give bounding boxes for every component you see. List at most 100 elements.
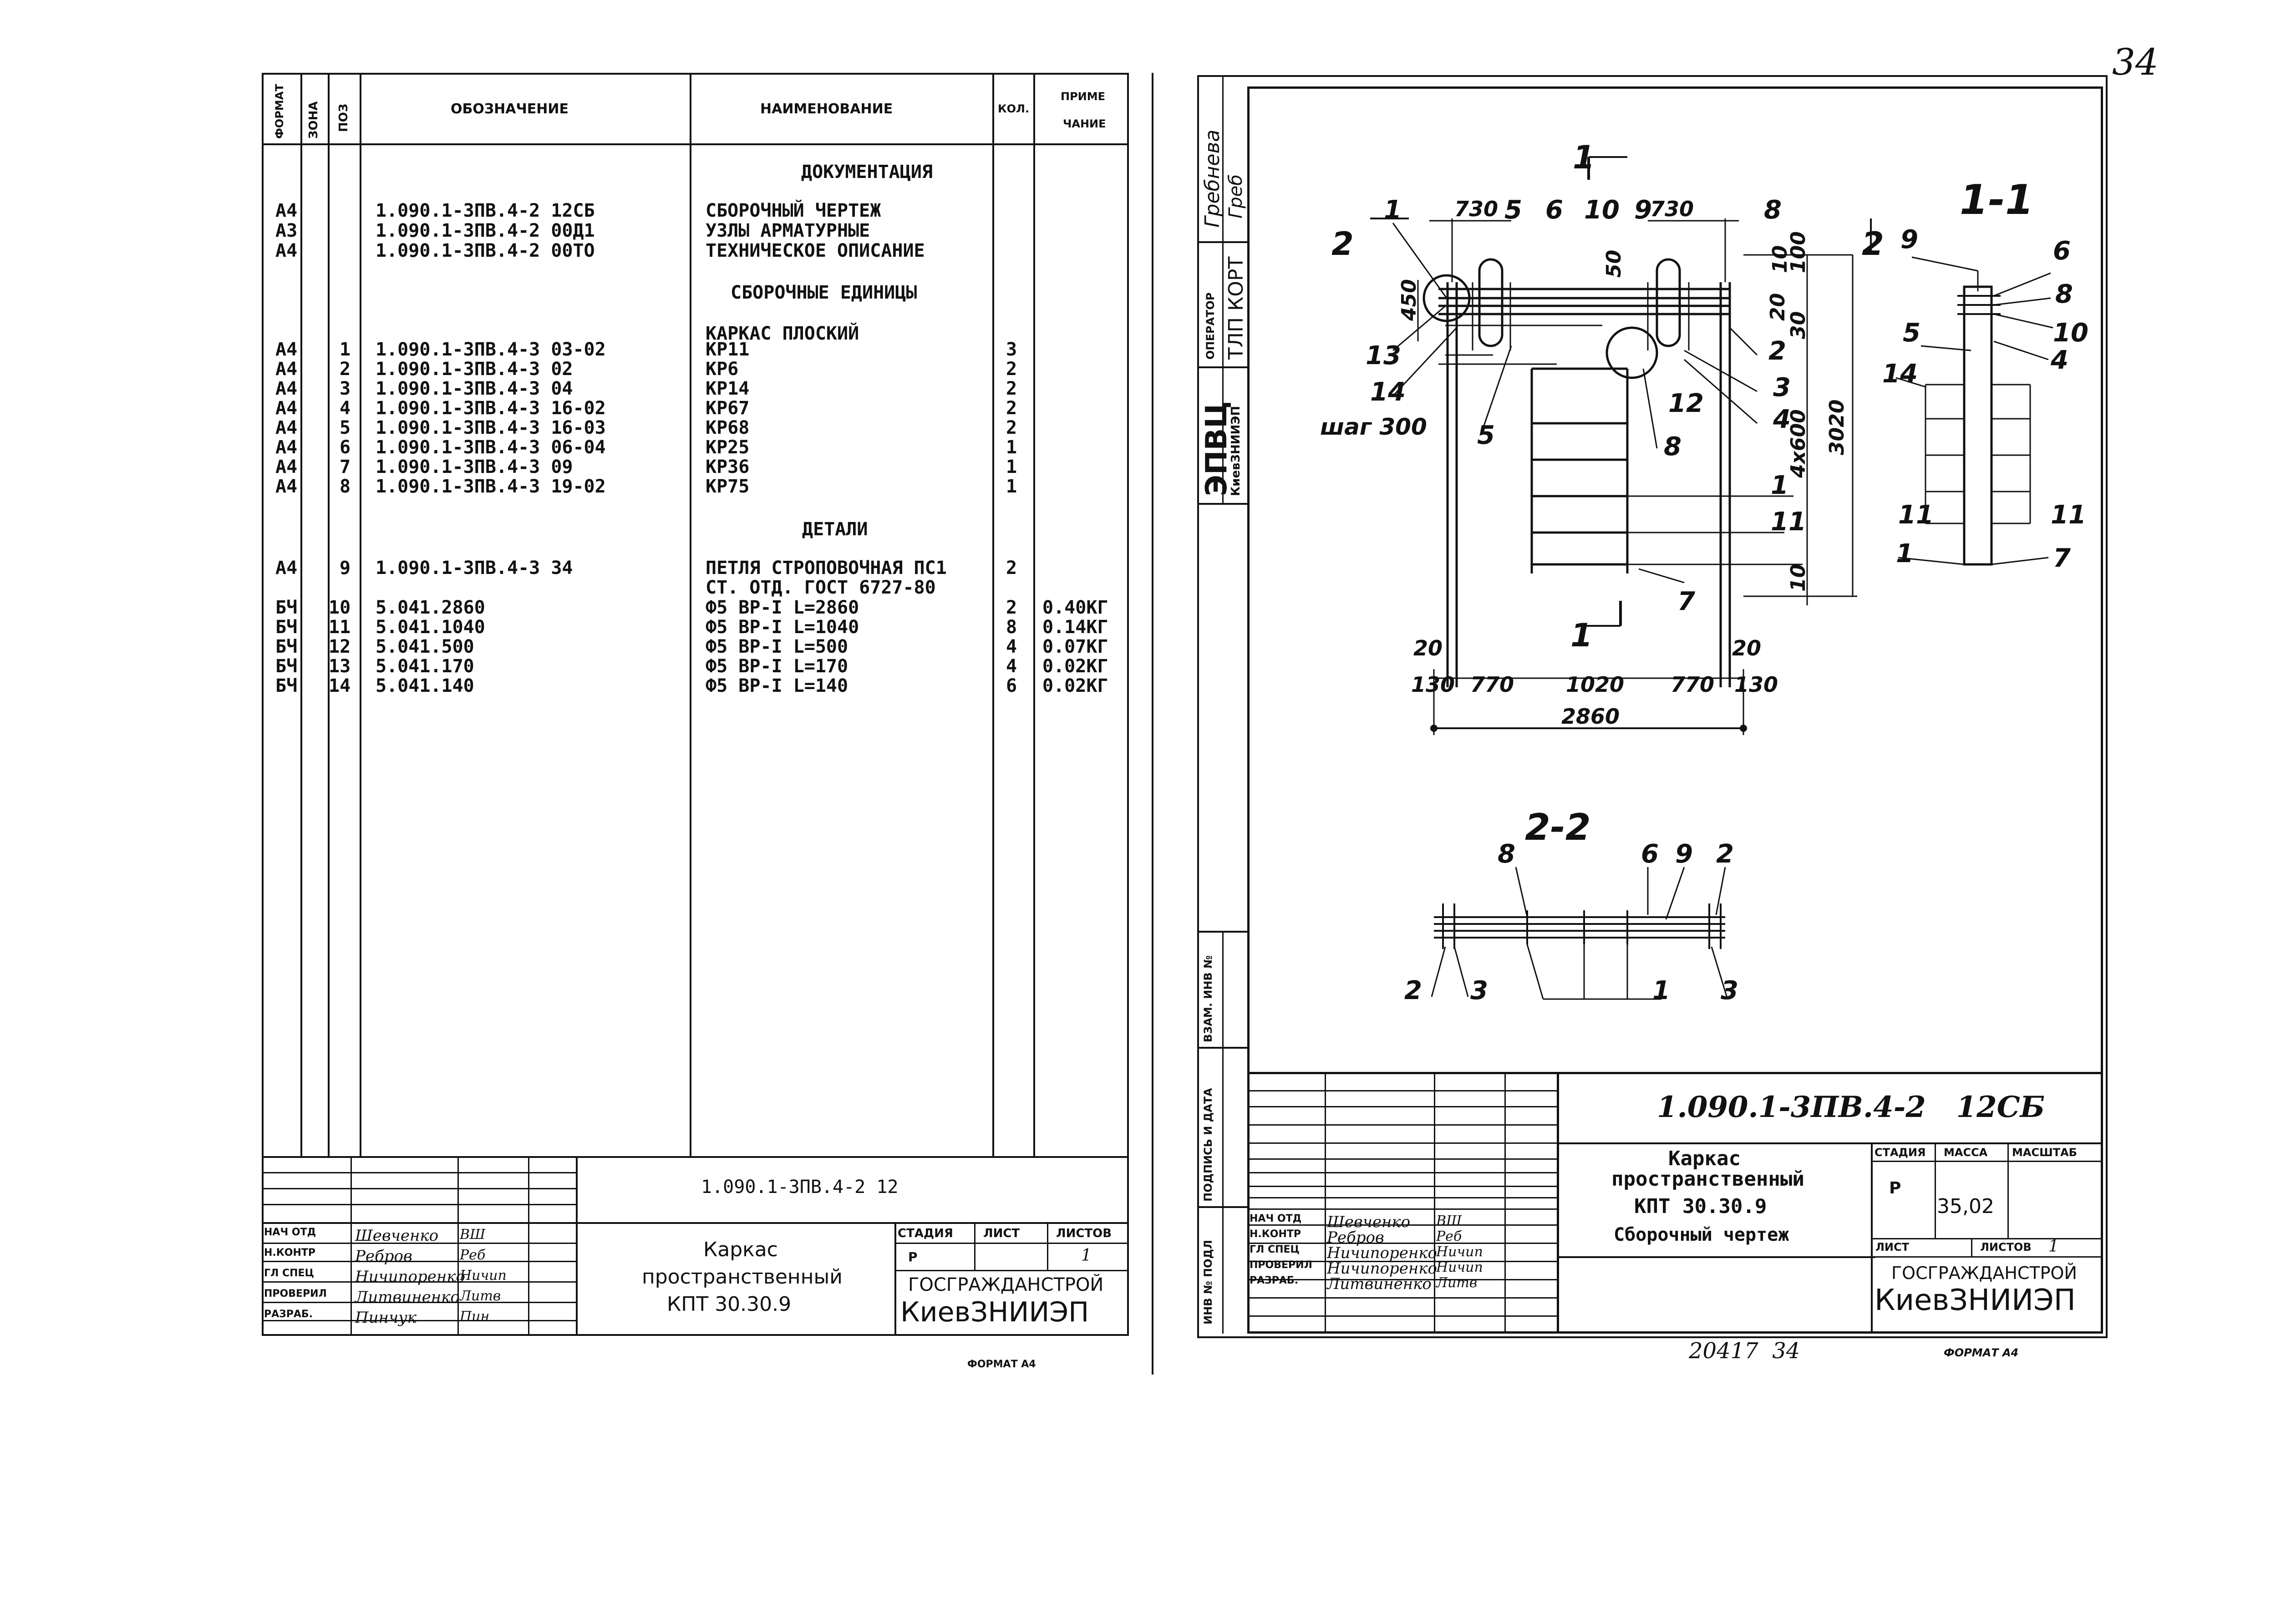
spec-name: КР36 <box>706 457 750 477</box>
spec-format: А4 <box>275 359 298 380</box>
callout-number: 6 <box>1641 839 1659 869</box>
archive-number: 20417 34 <box>1689 1338 1800 1364</box>
spec-qty: 2 <box>1006 359 1017 380</box>
spec-pos: 6 <box>340 437 351 458</box>
section-2-2-title: 2-2 <box>1525 806 1591 848</box>
spec-designation: 5.041.500 <box>376 636 474 657</box>
signature-mark: Литв <box>1436 1275 1478 1291</box>
signature-role: ПРОВЕРИЛ <box>264 1288 327 1299</box>
signature-mark: ВШ <box>1436 1213 1462 1229</box>
signature-role: ГЛ СПЕЦ <box>1250 1244 1300 1255</box>
left-stage-label: СТАДИЯ <box>898 1227 953 1240</box>
right-scale-label: МАСШТАБ <box>2012 1146 2077 1159</box>
signature-role: НАЧ ОТД <box>264 1227 316 1238</box>
left-format-label: ФОРМАТ А4 <box>967 1359 1036 1370</box>
spec-qty: 1 <box>1006 437 1017 458</box>
dimension-label: 10 <box>1768 245 1792 273</box>
spec-name: Ф5 ВР-I L=1040 <box>706 617 859 638</box>
spec-qty: 2 <box>1006 558 1017 579</box>
spec-name: Ф5 ВР-I L=2860 <box>706 597 859 618</box>
header-note-1: ПРИМЕ <box>1061 90 1106 103</box>
spec-designation: 1.090.1-3ПВ.4-3 06-04 <box>376 437 606 458</box>
signature-mark: ВШ <box>460 1227 486 1243</box>
spec-format: БЧ <box>275 636 298 657</box>
callout-number: 11 <box>1771 507 1806 537</box>
spec-qty: 4 <box>1006 656 1017 677</box>
spec-qty: 8 <box>1006 617 1017 638</box>
callout-number: 12 <box>1668 389 1704 418</box>
spec-format: БЧ <box>275 597 298 618</box>
right-org-line2: КиевЗНИИЭП <box>1875 1284 2076 1317</box>
right-stage-label: СТАДИЯ <box>1875 1146 1926 1159</box>
callout-number: 3 <box>1773 373 1791 402</box>
spec-qty: 2 <box>1006 378 1017 399</box>
spec-name: КР6 <box>706 359 739 380</box>
callout-number: 6 <box>2053 236 2071 266</box>
spec-name: ПЕТЛЯ СТРОПОВОЧНАЯ ПС1 <box>706 558 947 579</box>
spec-name: Ф5 ВР-I L=140 <box>706 675 848 696</box>
spec-format: А4 <box>275 457 298 477</box>
signature-mark: Литв <box>460 1288 501 1304</box>
right-doc-code: 1.090.1-3ПВ.4-2 12СБ <box>1657 1090 2045 1124</box>
callout-number: 11 <box>1898 500 1934 530</box>
cut-2-left: 2 <box>1331 225 1354 263</box>
callout-number: 3 <box>1470 976 1488 1005</box>
callout-number: 8 <box>1498 839 1515 869</box>
cut-1-top: 1 <box>1573 139 1595 176</box>
spec-designation: 5.041.140 <box>376 675 474 696</box>
left-sheets-label: ЛИСТОВ <box>1056 1227 1112 1240</box>
spec-name: Ф5 ВР-I L=170 <box>706 656 848 677</box>
dimension-label: 30 <box>1787 311 1810 339</box>
spec-pos: 1 <box>340 339 351 360</box>
section-documentation: ДОКУМЕНТАЦИЯ <box>801 162 933 183</box>
signature-mark: Реб <box>460 1247 486 1263</box>
spec-name: УЗЛЫ АРМАТУРНЫЕ <box>706 220 870 241</box>
spec-format: А4 <box>275 417 298 438</box>
step-label: шаг 300 <box>1320 414 1427 440</box>
spec-designation: 1.090.1-3ПВ.4-3 16-02 <box>376 398 606 419</box>
right-sheets-label: ЛИСТОВ <box>1980 1241 2032 1254</box>
right-org-line1: ГОСГРАЖДАНСТРОЙ <box>1891 1263 2077 1283</box>
signature-role: ГЛ СПЕЦ <box>264 1268 314 1279</box>
left-title-line2: пространственный <box>642 1265 843 1289</box>
left-title-line1: Каркас <box>703 1238 778 1261</box>
dimension-label: 10 <box>1787 564 1810 592</box>
spec-pos: 12 <box>329 636 351 657</box>
dimension-label: 20 <box>1413 636 1443 660</box>
spec-format: А4 <box>275 378 298 399</box>
header-designation: ОБОЗНАЧЕНИЕ <box>451 101 569 117</box>
callout-number: 4 <box>2050 345 2068 375</box>
spec-qty: 3 <box>1006 339 1017 360</box>
callout-number: 9 <box>1900 225 1918 254</box>
right-title-line1: Каркас <box>1668 1147 1741 1170</box>
header-note-2: ЧАНИЕ <box>1063 117 1106 130</box>
dimension-label: 4x600 <box>1787 409 1810 478</box>
spec-right-border <box>1152 73 1153 1375</box>
callout-number: 9 <box>1675 839 1693 869</box>
spec-pos: 10 <box>329 597 351 618</box>
dimension-label: 20 <box>1766 293 1789 321</box>
spec-format: А4 <box>275 558 298 579</box>
callout-number: 10 <box>2053 318 2088 348</box>
drawing-outer-frame <box>1197 75 2108 1338</box>
spec-format: БЧ <box>275 675 298 696</box>
signature-name: Ребров <box>1327 1228 1384 1247</box>
spec-name: СТ. ОТД. ГОСТ 6727-80 <box>706 577 936 598</box>
callout-number: 5 <box>1477 421 1495 450</box>
callout-number: 8 <box>1764 195 1782 225</box>
section-assembly-units: СБОРОЧНЫЕ ЕДИНИЦЫ <box>731 282 917 303</box>
spec-designation: 1.090.1-3ПВ.4-3 09 <box>376 457 573 477</box>
spec-format: А3 <box>275 220 298 241</box>
signature-role: РАЗРАБ. <box>264 1309 313 1320</box>
spec-pos: 11 <box>329 617 351 638</box>
signature-name: Литвиненко <box>355 1288 460 1306</box>
dimension-label: 100 <box>1787 231 1810 273</box>
spec-format: А4 <box>275 200 298 221</box>
